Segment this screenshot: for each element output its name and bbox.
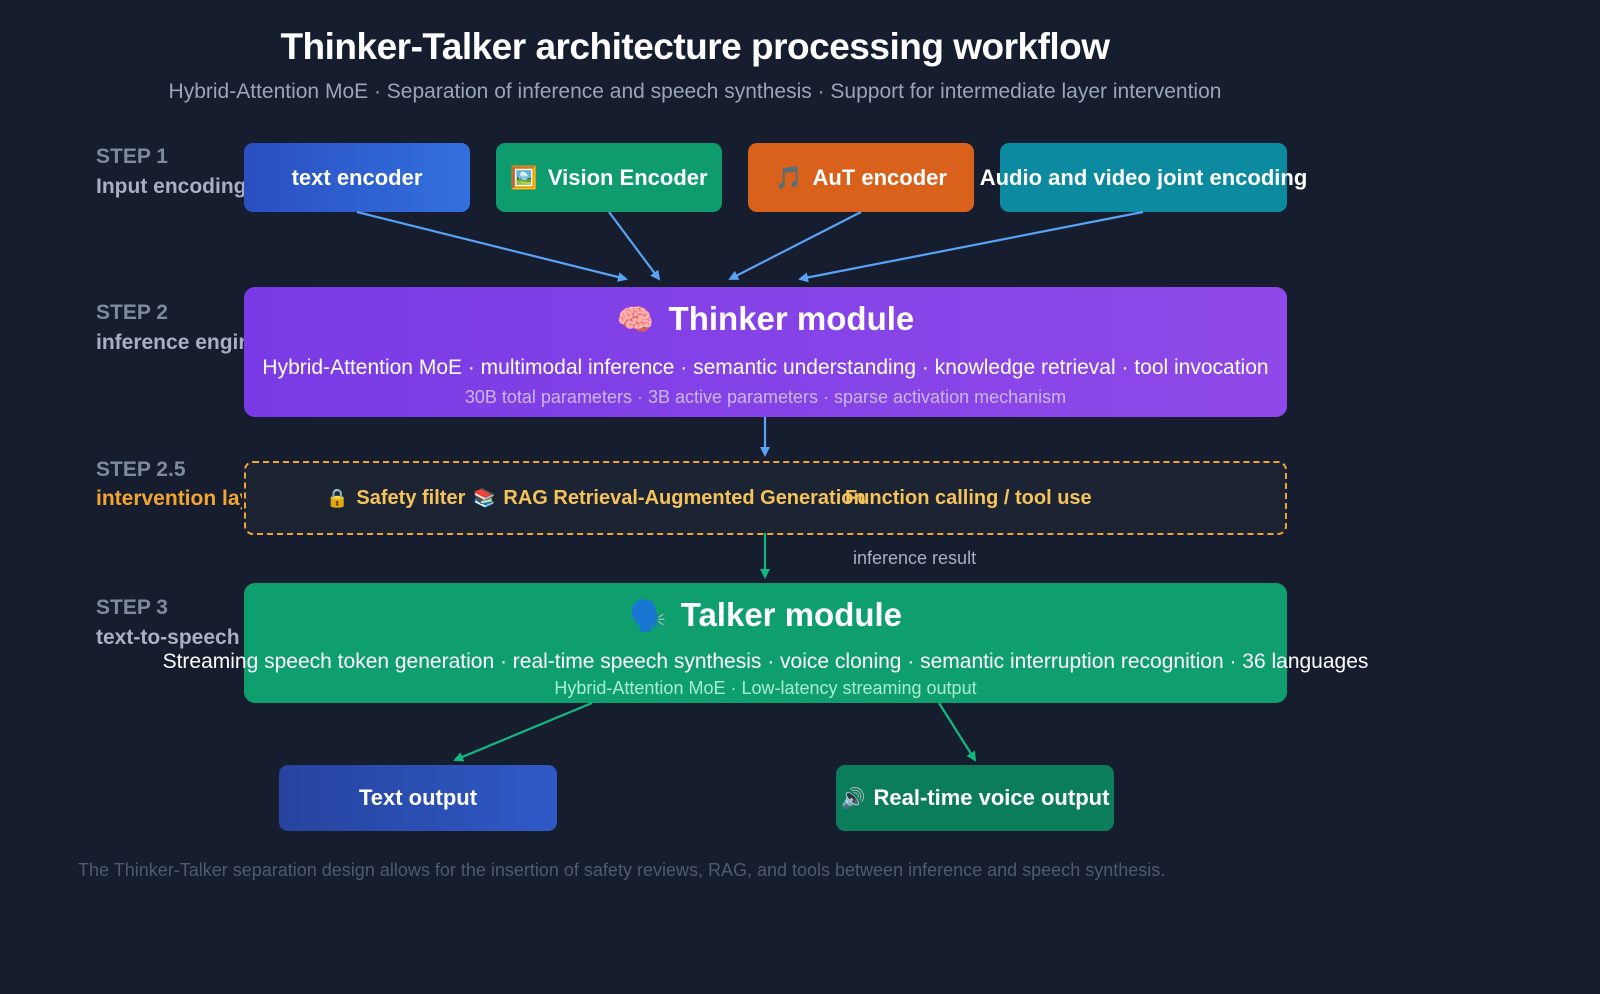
av-joint-encoder-box: Audio and video joint encoding <box>980 143 1307 212</box>
image-icon: 🖼️ <box>510 164 538 190</box>
arrow-talker-to-text-output <box>453 701 593 762</box>
thinker-title-row: 🧠 Thinker module <box>244 300 1287 338</box>
step-1-number: STEP 1 <box>96 145 168 168</box>
voice-output-label: Real-time voice output <box>873 785 1110 810</box>
talker-subtitle: Hybrid-Attention MoE · Low-latency strea… <box>554 678 977 698</box>
talker-title-row: 🗣️ Talker module <box>244 596 1287 634</box>
aut-encoder-label: AuT encoder <box>812 164 947 190</box>
rag-label: RAG Retrieval-Augmented Generation <box>503 487 866 509</box>
rag-item: 📚 RAG Retrieval-Augmented Generation <box>473 487 866 510</box>
music-note-icon: 🎵 <box>775 164 803 190</box>
books-icon: 📚 <box>473 488 496 508</box>
aut-encoder-box: 🎵 AuT encoder <box>748 143 974 212</box>
lock-icon: 🔒 <box>326 488 349 508</box>
step-2-number: STEP 2 <box>96 301 168 324</box>
text-encoder-box: text encoder <box>244 143 470 212</box>
vision-encoder-box: 🖼️ Vision Encoder <box>496 143 722 212</box>
text-output-label: Text output <box>358 785 478 810</box>
text-output-box: Text output <box>279 765 557 831</box>
talker-title: Talker module <box>680 596 903 633</box>
arrow-text-to-thinker <box>356 210 628 282</box>
step-3-number: STEP 3 <box>96 596 168 619</box>
thinker-parameters: 30B total parameters · 3B active paramet… <box>464 387 1067 407</box>
thinker-module-box <box>244 287 1287 417</box>
text-encoder-label: text encoder <box>291 164 423 190</box>
step-1-name: Input encoding <box>96 175 247 198</box>
speaking-head-icon: 🗣️ <box>628 600 667 633</box>
safety-filter-label: Safety filter <box>356 487 466 509</box>
av-joint-encoder-label: Audio and video joint encoding <box>979 164 1308 190</box>
diagram-subtitle: Hybrid-Attention MoE · Separation of inf… <box>168 80 1222 103</box>
step-3-name: text-to-speech <box>96 626 240 649</box>
vision-encoder-label: Vision Encoder <box>547 164 708 190</box>
arrow-vision-to-thinker <box>608 211 661 281</box>
function-calling-item: Function calling / tool use <box>845 487 1092 510</box>
voice-output-box: 🔊 Real-time voice output <box>836 765 1114 831</box>
step-2-5-number: STEP 2.5 <box>96 458 186 481</box>
arrow-talker-to-voice-output <box>938 702 977 762</box>
intervention-layer-box <box>244 461 1287 535</box>
arrow-audio-to-thinker <box>728 211 862 280</box>
safety-filter-item: 🔒 Safety filter <box>326 487 465 510</box>
step-2-name: inference engine <box>96 331 263 354</box>
thinker-description: Hybrid-Attention MoE · multimodal infere… <box>262 356 1269 379</box>
thinker-title: Thinker module <box>668 300 915 337</box>
step-2-5-name: intervention layer <box>96 487 242 510</box>
diagram-title: Thinker-Talker architecture processing w… <box>280 26 1110 67</box>
function-calling-label: Function calling / tool use <box>845 487 1092 509</box>
inference-result-label: inference result <box>853 548 977 568</box>
arrow-av-to-thinker <box>798 210 1144 283</box>
talker-module-box <box>244 583 1287 703</box>
talker-description: Streaming speech token generation · real… <box>162 650 1369 673</box>
footer-note: The Thinker-Talker separation design all… <box>78 860 1166 880</box>
brain-icon: 🧠 <box>616 304 655 337</box>
speaker-icon: 🔊 <box>840 787 866 810</box>
